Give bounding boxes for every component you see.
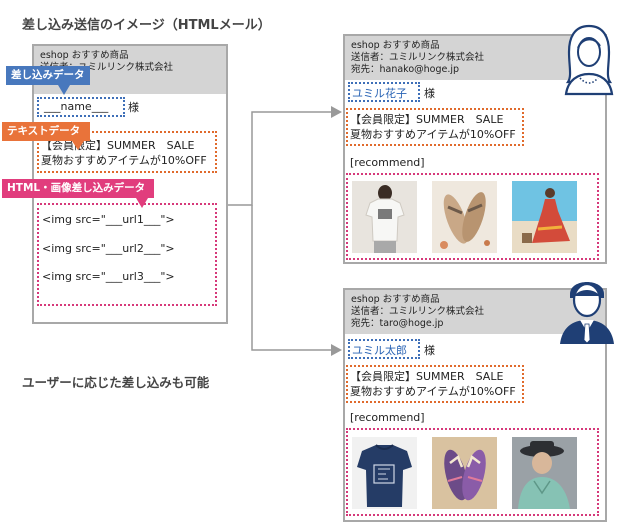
html-image-data-box: [37, 203, 217, 306]
result1-image-box: [346, 173, 599, 260]
template-img-line-2: <img src="___url2___">: [42, 242, 175, 255]
result1-name: ユミル花子: [352, 87, 407, 100]
result2-header-shop: eshop おすすめ商品: [351, 294, 440, 305]
product-tshirt-image: [352, 181, 417, 253]
result1-text-line2: 夏物おすすめアイテムが10%OFF: [350, 128, 516, 141]
result2-image-box: [346, 428, 599, 516]
name-placeholder-box: [37, 97, 125, 117]
text-data-tag: テキストデータ: [2, 122, 90, 141]
result1-header-shop: eshop おすすめ商品: [351, 40, 440, 51]
template-header-sender: 送信者：ユミルリンク株式会社: [40, 62, 174, 73]
result1-text-box: [346, 108, 524, 146]
result2-recommend: [recommend]: [350, 411, 425, 424]
name-placeholder: ___name___: [44, 100, 109, 113]
male-avatar-icon: [556, 270, 618, 346]
diagram-title: 差し込み送信のイメージ（HTMLメール）: [22, 18, 271, 33]
result1-text-line1: 【会員限定】SUMMER SALE: [350, 113, 504, 126]
product-navy-tshirt-image: [352, 437, 417, 509]
result1-recommend: [recommend]: [350, 156, 425, 169]
result2-header-recipient: 宛先：taro@hoge.jp: [351, 318, 444, 329]
result1-sama: 様: [424, 87, 435, 100]
product-man-in-hat-image: [512, 437, 577, 509]
template-img-line-1: <img src="___url1___">: [42, 213, 175, 226]
result2-text-box: [346, 365, 524, 403]
insert-data-tag-pointer: [58, 85, 70, 95]
insert-data-tag: 差し込みデータ: [6, 66, 90, 85]
text-data-box: [37, 131, 217, 173]
result2-text-line2: 夏物おすすめアイテムが10%OFF: [350, 385, 516, 398]
template-header-shop: eshop おすすめ商品: [40, 50, 129, 61]
template-img-line-3: <img src="___url3___">: [42, 270, 175, 283]
result1-name-box: [348, 82, 420, 102]
html-image-data-tag-pointer: [136, 198, 148, 208]
result2-name: ユミル太郎: [352, 344, 407, 357]
product-flip-flops-image: [432, 437, 497, 509]
result2-text-line1: 【会員限定】SUMMER SALE: [350, 370, 504, 383]
product-beach-dress-image: [512, 181, 577, 253]
result2-header: eshop おすすめ商品 送信者：ユミルリンク株式会社 宛先：taro@hoge…: [345, 290, 605, 334]
text-data-tag-pointer: [72, 141, 84, 150]
arrow-head-top: [331, 106, 342, 118]
result2-name-box: [348, 339, 420, 359]
result1-header-recipient: 宛先：hanako@hoge.jp: [351, 64, 460, 75]
arrow-head-bottom: [331, 344, 342, 356]
result1-header-sender: 送信者：ユミルリンク株式会社: [351, 52, 485, 63]
html-image-data-tag: HTML・画像差し込みデータ: [2, 179, 154, 198]
product-sandals-image: [432, 181, 497, 253]
result2-header-sender: 送信者：ユミルリンク株式会社: [351, 306, 485, 317]
template-text-line2: 夏物おすすめアイテムが10%OFF: [41, 154, 207, 167]
template-sama: 様: [128, 101, 139, 114]
result2-sama: 様: [424, 344, 435, 357]
result1-header: eshop おすすめ商品 送信者：ユミルリンク株式会社 宛先：hanako@ho…: [345, 36, 605, 80]
female-avatar-icon: [560, 22, 618, 96]
diagram-caption: ユーザーに応じた差し込みも可能: [22, 375, 210, 390]
